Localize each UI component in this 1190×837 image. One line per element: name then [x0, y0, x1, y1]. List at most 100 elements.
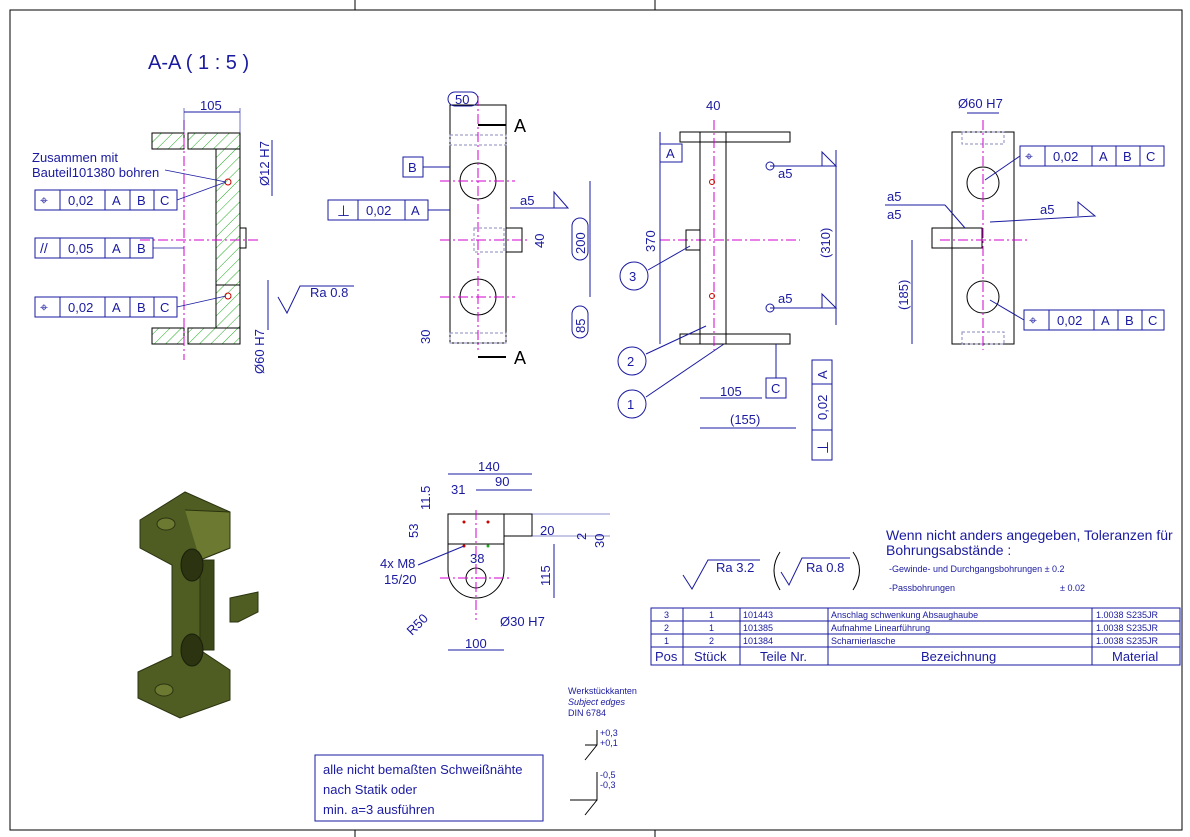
svg-text:min. a=3 ausführen: min. a=3 ausführen [323, 802, 435, 817]
svg-text:1.0038 S235JR: 1.0038 S235JR [1096, 623, 1159, 633]
dim-370: 370 [643, 230, 658, 252]
svg-text:Subject edges: Subject edges [568, 697, 626, 707]
iso-3d-view [137, 491, 259, 719]
fcf-position-1: ⌖ 0,02 A B C [34, 181, 227, 211]
svg-text:Teile Nr.: Teile Nr. [760, 649, 807, 664]
balloon-1[interactable]: 1 [617, 343, 725, 419]
dim-60h7-section: Ø60 H7 [252, 329, 267, 374]
tolerance-title-1: Wenn nicht anders angegeben, Toleranzen … [886, 527, 1173, 543]
weld-a5-right-1: a5 [887, 189, 901, 204]
dim-200: 200 [573, 232, 588, 254]
table-header: Pos Stück Teile Nr. Bezeichnung Material [655, 649, 1158, 664]
svg-text:nach Statik oder: nach Statik oder [323, 782, 418, 797]
svg-text:-0,5: -0,5 [600, 770, 616, 780]
edges-note: Werkstückkanten Subject edges DIN 6784 +… [568, 686, 637, 816]
svg-text:A: A [112, 193, 121, 208]
balloon-2[interactable]: 2 [617, 325, 707, 376]
svg-text:-0,3: -0,3 [600, 780, 616, 790]
dim-60h7-top: Ø60 H7 [958, 96, 1003, 111]
svg-text:C: C [1146, 149, 1155, 164]
svg-text:3: 3 [629, 269, 636, 284]
dim-85: 85 [573, 319, 588, 333]
dim-20: 20 [540, 523, 554, 538]
svg-text:⊥: ⊥ [337, 203, 350, 220]
svg-text:Werkstückkanten: Werkstückkanten [568, 686, 637, 696]
svg-text:1: 1 [709, 623, 714, 633]
svg-text:C: C [160, 300, 169, 315]
front-view: 50 A A B ⊥ 0,02 A 200 40 85 30 a5 [327, 91, 591, 368]
svg-text:0,02: 0,02 [68, 300, 93, 315]
table-row: 1 2 101384 Scharnierlasche 1.0038 S235JR [664, 636, 1159, 646]
dim-30-top: 30 [592, 534, 607, 548]
fcf-position-right-1: ⌖ 0,02 A B C [984, 145, 1165, 181]
svg-text:⌖: ⌖ [1029, 312, 1037, 328]
datum-c: C [771, 381, 780, 396]
fcf-position-right-2: ⌖ 0,02 A B C [989, 299, 1165, 331]
svg-text:B: B [137, 300, 146, 315]
top-view: 140 90 31 11.5 53 38 20 2 30 115 4x M8 1… [380, 459, 610, 651]
svg-text://: // [40, 240, 48, 256]
dim-140: 140 [478, 459, 500, 474]
roughness-08-general: Ra 0.8 [806, 560, 844, 575]
section-mark-a-bottom: A [514, 348, 526, 368]
roughness-general: Ra 3.2 Ra 0.8 [682, 551, 860, 591]
svg-text:A: A [1099, 149, 1108, 164]
svg-text:0,02: 0,02 [1057, 313, 1082, 328]
dim-105: 105 [200, 98, 222, 113]
svg-text:Material: Material [1112, 649, 1158, 664]
svg-text:A: A [411, 203, 420, 218]
svg-text:2: 2 [709, 636, 714, 646]
tolerance-line-1: -Gewinde- und Durchgangsbohrungen ± 0.2 [889, 564, 1065, 574]
datum-b: B [408, 160, 417, 175]
svg-text:⊥: ⊥ [815, 441, 832, 454]
svg-text:3: 3 [664, 610, 669, 620]
tolerance-line-2-value: ± 0.02 [1060, 583, 1085, 593]
weld-a5-side-bottom: a5 [778, 291, 792, 306]
side-view: 40 A 370 (310) a5 a5 105 (155) C A 0,02 … [617, 98, 838, 461]
table-row: 3 1 101443 Anschlag schwenkung Absaughau… [664, 610, 1159, 620]
svg-text:0,02: 0,02 [68, 193, 93, 208]
fcf-perpendicular-side: A 0,02 ⊥ [811, 359, 833, 461]
tolerance-title-2: Bohrungsabstände : [886, 542, 1011, 558]
dim-40-front: 40 [532, 234, 547, 248]
weld-a5-right-2: a5 [887, 207, 901, 222]
svg-text:A: A [112, 241, 121, 256]
svg-text:2: 2 [664, 623, 669, 633]
svg-text:0,05: 0,05 [68, 241, 93, 256]
svg-text:⌖: ⌖ [40, 192, 48, 208]
svg-text:B: B [137, 241, 146, 256]
svg-text:DIN 6784: DIN 6784 [568, 708, 606, 718]
svg-text:1: 1 [709, 610, 714, 620]
tolerance-notes: Wenn nicht anders angegeben, Toleranzen … [886, 527, 1173, 593]
dim-30h7: Ø30 H7 [500, 614, 545, 629]
dim-90: 90 [495, 474, 509, 489]
weld-note-box: alle nicht bemaßten Schweißnähte nach St… [314, 754, 544, 822]
sheet-border [9, 9, 1183, 831]
section-title: A-A ( 1 : 5 ) [148, 52, 249, 74]
dim-115: 115 [538, 565, 553, 586]
svg-text:⌖: ⌖ [40, 299, 48, 315]
weld-a5-right-3: a5 [1040, 202, 1054, 217]
svg-text:101443: 101443 [743, 610, 773, 620]
parts-list: 3 1 101443 Anschlag schwenkung Absaughau… [650, 607, 1181, 666]
drill-note-line1: Zusammen mit [32, 150, 118, 165]
svg-text:1.0038 S235JR: 1.0038 S235JR [1096, 610, 1159, 620]
dim-100: 100 [465, 636, 487, 651]
balloon-3[interactable]: 3 [619, 245, 691, 291]
thread-m8: 4x M8 [380, 556, 415, 571]
dim-50: 50 [455, 92, 469, 107]
roughness-08: Ra 0.8 [310, 285, 348, 300]
svg-text:2: 2 [627, 354, 634, 369]
dim-105-side: 105 [720, 384, 742, 399]
dim-40-side: 40 [706, 98, 720, 113]
dim-53: 53 [406, 524, 421, 538]
radius-50: R50 [404, 611, 431, 638]
right-view: Ø60 H7 (185) a5 a5 a5 ⌖ 0,02 A B C [885, 96, 1165, 350]
svg-text:alle nicht bemaßten Schweißnäh: alle nicht bemaßten Schweißnähte [323, 762, 522, 777]
svg-text:+0,1: +0,1 [600, 738, 618, 748]
roughness-32: Ra 3.2 [716, 560, 754, 575]
svg-text:A: A [1101, 313, 1110, 328]
dim-155: (155) [730, 412, 760, 427]
fcf-position-2: ⌖ 0,02 A B C [34, 295, 227, 318]
svg-text:C: C [1148, 313, 1157, 328]
